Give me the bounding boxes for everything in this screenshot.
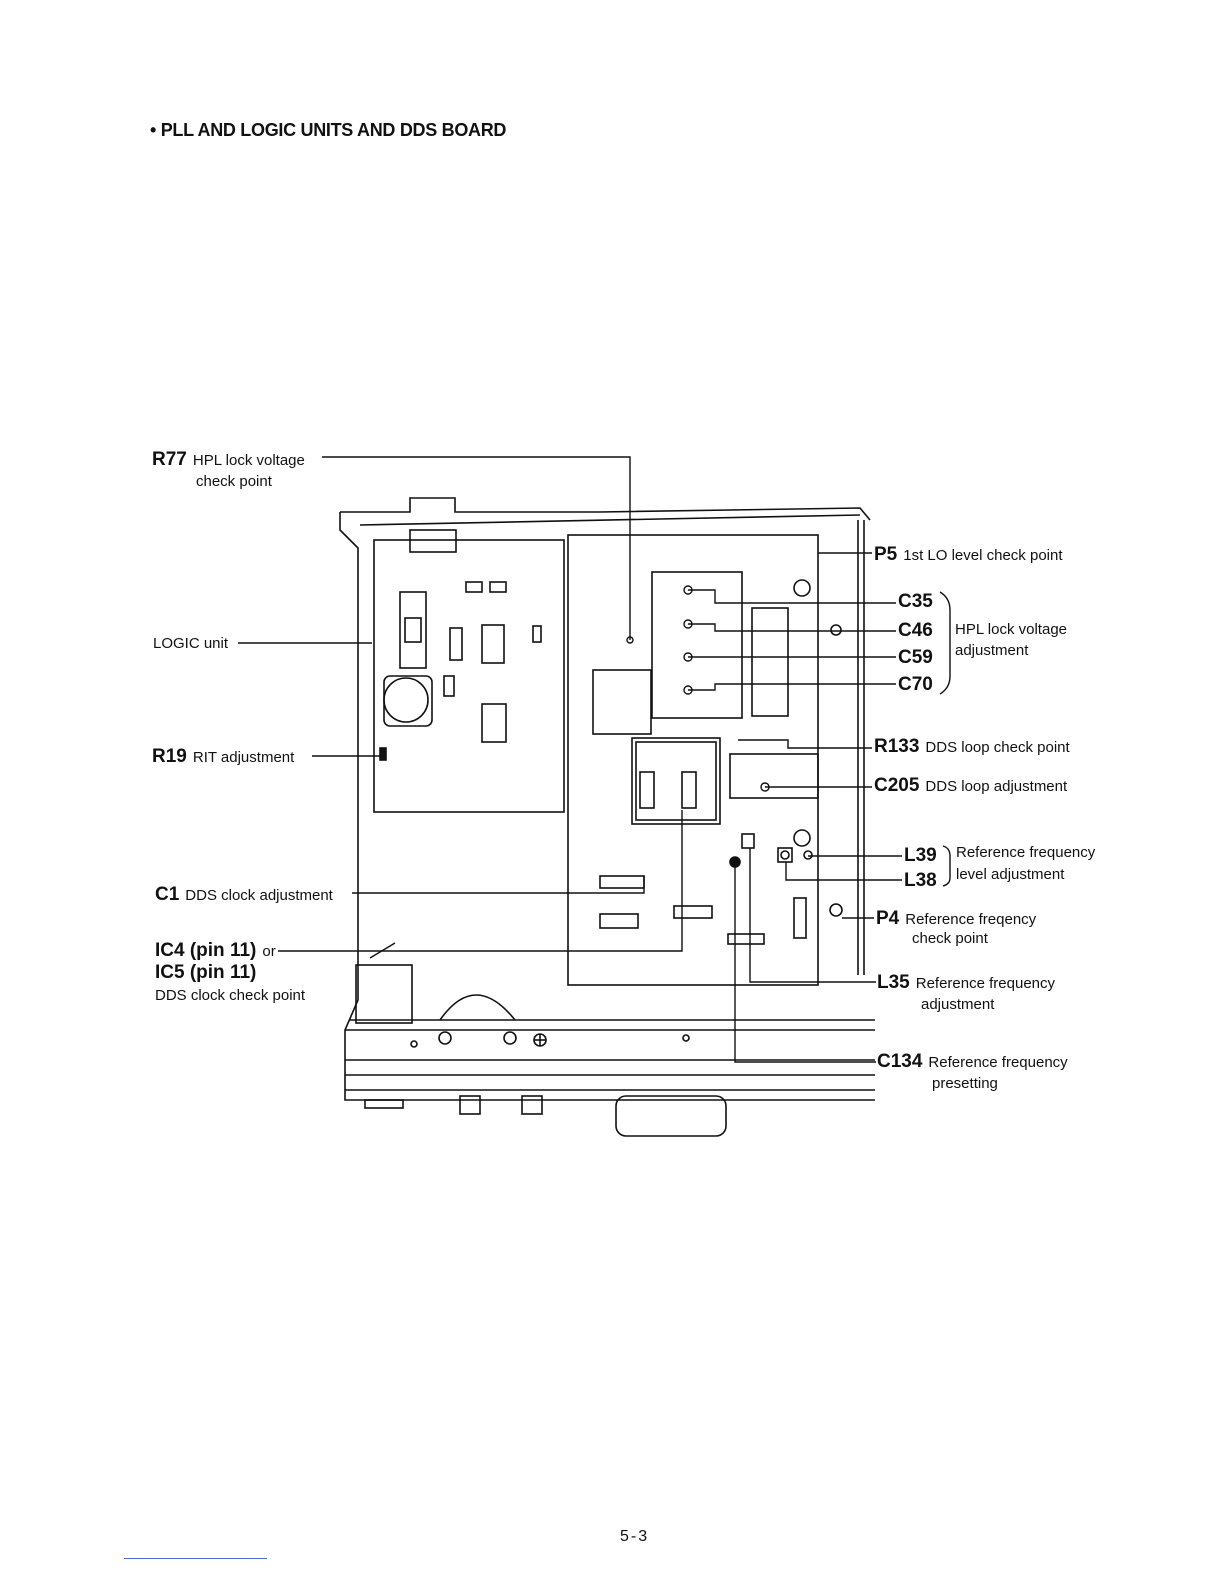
label-l35-desc2: adjustment (921, 996, 995, 1013)
label-ref-level-1: Reference frequency (956, 844, 1096, 861)
label-c46: C46 (898, 620, 933, 641)
label-p4-desc2: check point (912, 930, 988, 947)
brackets (939, 591, 951, 887)
front-panel-parts (355, 964, 727, 1137)
label-c59: C59 (898, 647, 933, 668)
label-c35: C35 (898, 591, 933, 612)
label-c134-desc2: presetting (932, 1075, 998, 1092)
label-c70: C70 (898, 674, 933, 695)
label-l39: L39 (904, 845, 937, 866)
label-logic-unit: LOGIC unit (153, 635, 229, 652)
label-r77-desc2: check point (196, 473, 272, 490)
label-ic4: IC4 (pin 11)or (155, 940, 276, 961)
label-hpl-adj-2: adjustment (955, 642, 1029, 659)
label-ic5-desc: DDS clock check point (155, 987, 306, 1004)
label-ic5: IC5 (pin 11) (155, 962, 257, 983)
label-l38: L38 (904, 870, 937, 891)
label-hpl-adj-1: HPL lock voltage (955, 621, 1068, 638)
page-number: 5-3 (620, 1528, 650, 1545)
page-title: • PLL AND LOGIC UNITS AND DDS BOARD (150, 120, 507, 140)
logic-unit-board (373, 539, 565, 813)
label-ref-level-2: level adjustment (956, 866, 1065, 883)
footer-rule (124, 1558, 267, 1559)
leader-lines (238, 456, 902, 1063)
pll-unit-board (567, 534, 843, 986)
